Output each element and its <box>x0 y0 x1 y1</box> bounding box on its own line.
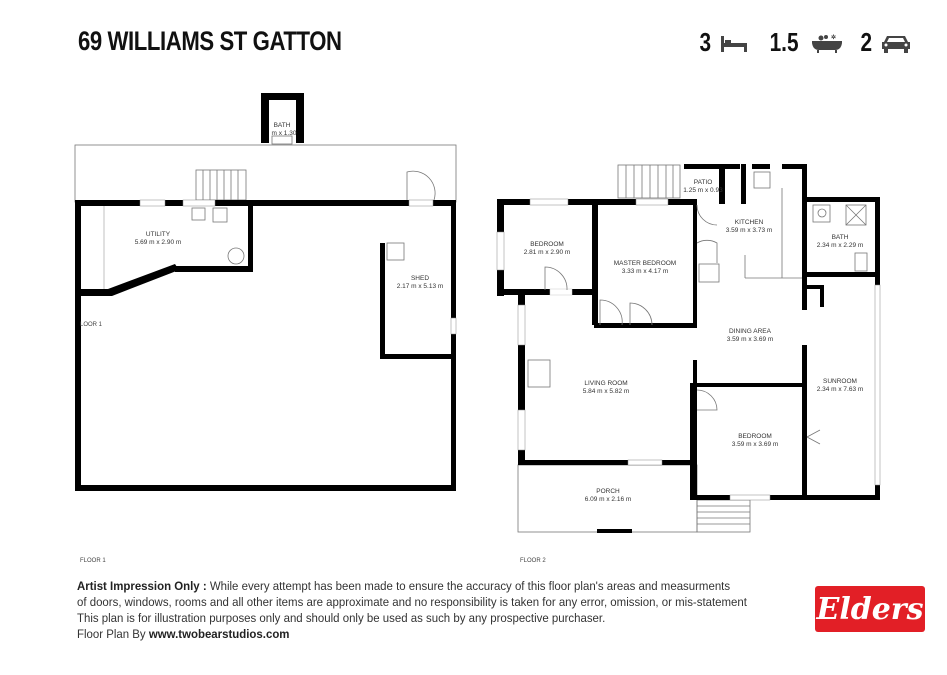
floor-2-label: FLOOR 2 <box>520 558 546 564</box>
deck-outline <box>74 144 457 203</box>
stairs <box>195 169 247 201</box>
floor-1-label: FLOOR 1 <box>80 558 106 564</box>
property-stats: 3 1.5 ✲ 2 <box>698 27 911 58</box>
room-name: PORCH <box>596 488 620 495</box>
room-size: 1.25 m x 0.93 <box>683 187 723 194</box>
disclaimer-lead: Artist Impression Only : <box>77 579 207 593</box>
door-swing <box>406 170 436 201</box>
room-name: DINING AREA <box>729 328 772 335</box>
credit-prefix: Floor Plan By <box>77 627 149 641</box>
property-address-title: 69 WILLIAMS ST GATTON <box>78 26 342 56</box>
room-size: 3.59 m x 3.69 m <box>732 441 779 448</box>
floor-2-plan: PATIO 1.25 m x 0.93 KITCHEN 3.59 m x 3.7… <box>496 164 881 564</box>
room-name: BATH <box>832 234 849 241</box>
room-size: 5.69 m x 2.90 m <box>135 239 182 246</box>
room-name: BATH <box>274 122 291 129</box>
room-size: 3.33 m x 4.17 m <box>622 268 669 275</box>
room-name: SHED <box>411 275 429 282</box>
room-name: PATIO <box>694 179 713 186</box>
disclaimer-line: This plan is for illustration purposes o… <box>77 611 606 625</box>
svg-text:✲: ✲ <box>831 34 836 41</box>
bathroom-count: 1.5 <box>769 27 799 57</box>
room-size: 5.84 m x 5.82 m <box>583 388 630 395</box>
room-size: 6.09 m x 2.16 m <box>585 496 632 503</box>
disclaimer: Artist Impression Only : While every att… <box>77 578 747 642</box>
room-name: UTILITY <box>146 231 171 238</box>
room-name: KITCHEN <box>735 219 764 226</box>
room-size: 3.59 m x 3.69 m <box>727 336 774 343</box>
car-space-count: 2 <box>859 27 872 57</box>
bedroom-count: 3 <box>699 27 711 57</box>
room-size: 2.34 m x 2.29 m <box>817 242 864 249</box>
room-size: 2.81 m x 2.90 m <box>524 249 571 256</box>
room-size: m x 1.30 <box>272 130 297 137</box>
credit-link[interactable]: www.twobearstudios.com <box>148 627 290 641</box>
room-name: SUNROOM <box>823 378 857 385</box>
floor-1-plan: BATH m x 1.30 UTILITY 5.69 m x 2.90 m SH… <box>74 93 457 564</box>
car-icon <box>882 35 910 53</box>
disclaimer-line: of doors, windows, rooms and all other i… <box>77 595 747 609</box>
elders-logo: Elders <box>815 586 925 632</box>
room-size: 2.17 m x 5.13 m <box>397 283 444 290</box>
porch-stairs <box>696 499 751 533</box>
outdoor-bath-walls <box>261 93 304 143</box>
bathtub-icon: ✲ <box>811 34 842 53</box>
room-name: BEDROOM <box>530 241 564 248</box>
room-name: MASTER BEDROOM <box>614 260 676 267</box>
room-name: BEDROOM <box>738 433 772 440</box>
floor-side-label: LOOR 1 <box>80 322 103 328</box>
window <box>139 199 166 207</box>
room-size: 3.59 m x 3.73 m <box>726 227 773 234</box>
disclaimer-line: While every attempt has been made to ens… <box>206 579 731 593</box>
room-name: LIVING ROOM <box>584 380 627 387</box>
patio-stairs <box>617 164 681 199</box>
bed-icon <box>721 35 748 52</box>
room-size: 2.34 m x 7.63 m <box>817 386 864 393</box>
